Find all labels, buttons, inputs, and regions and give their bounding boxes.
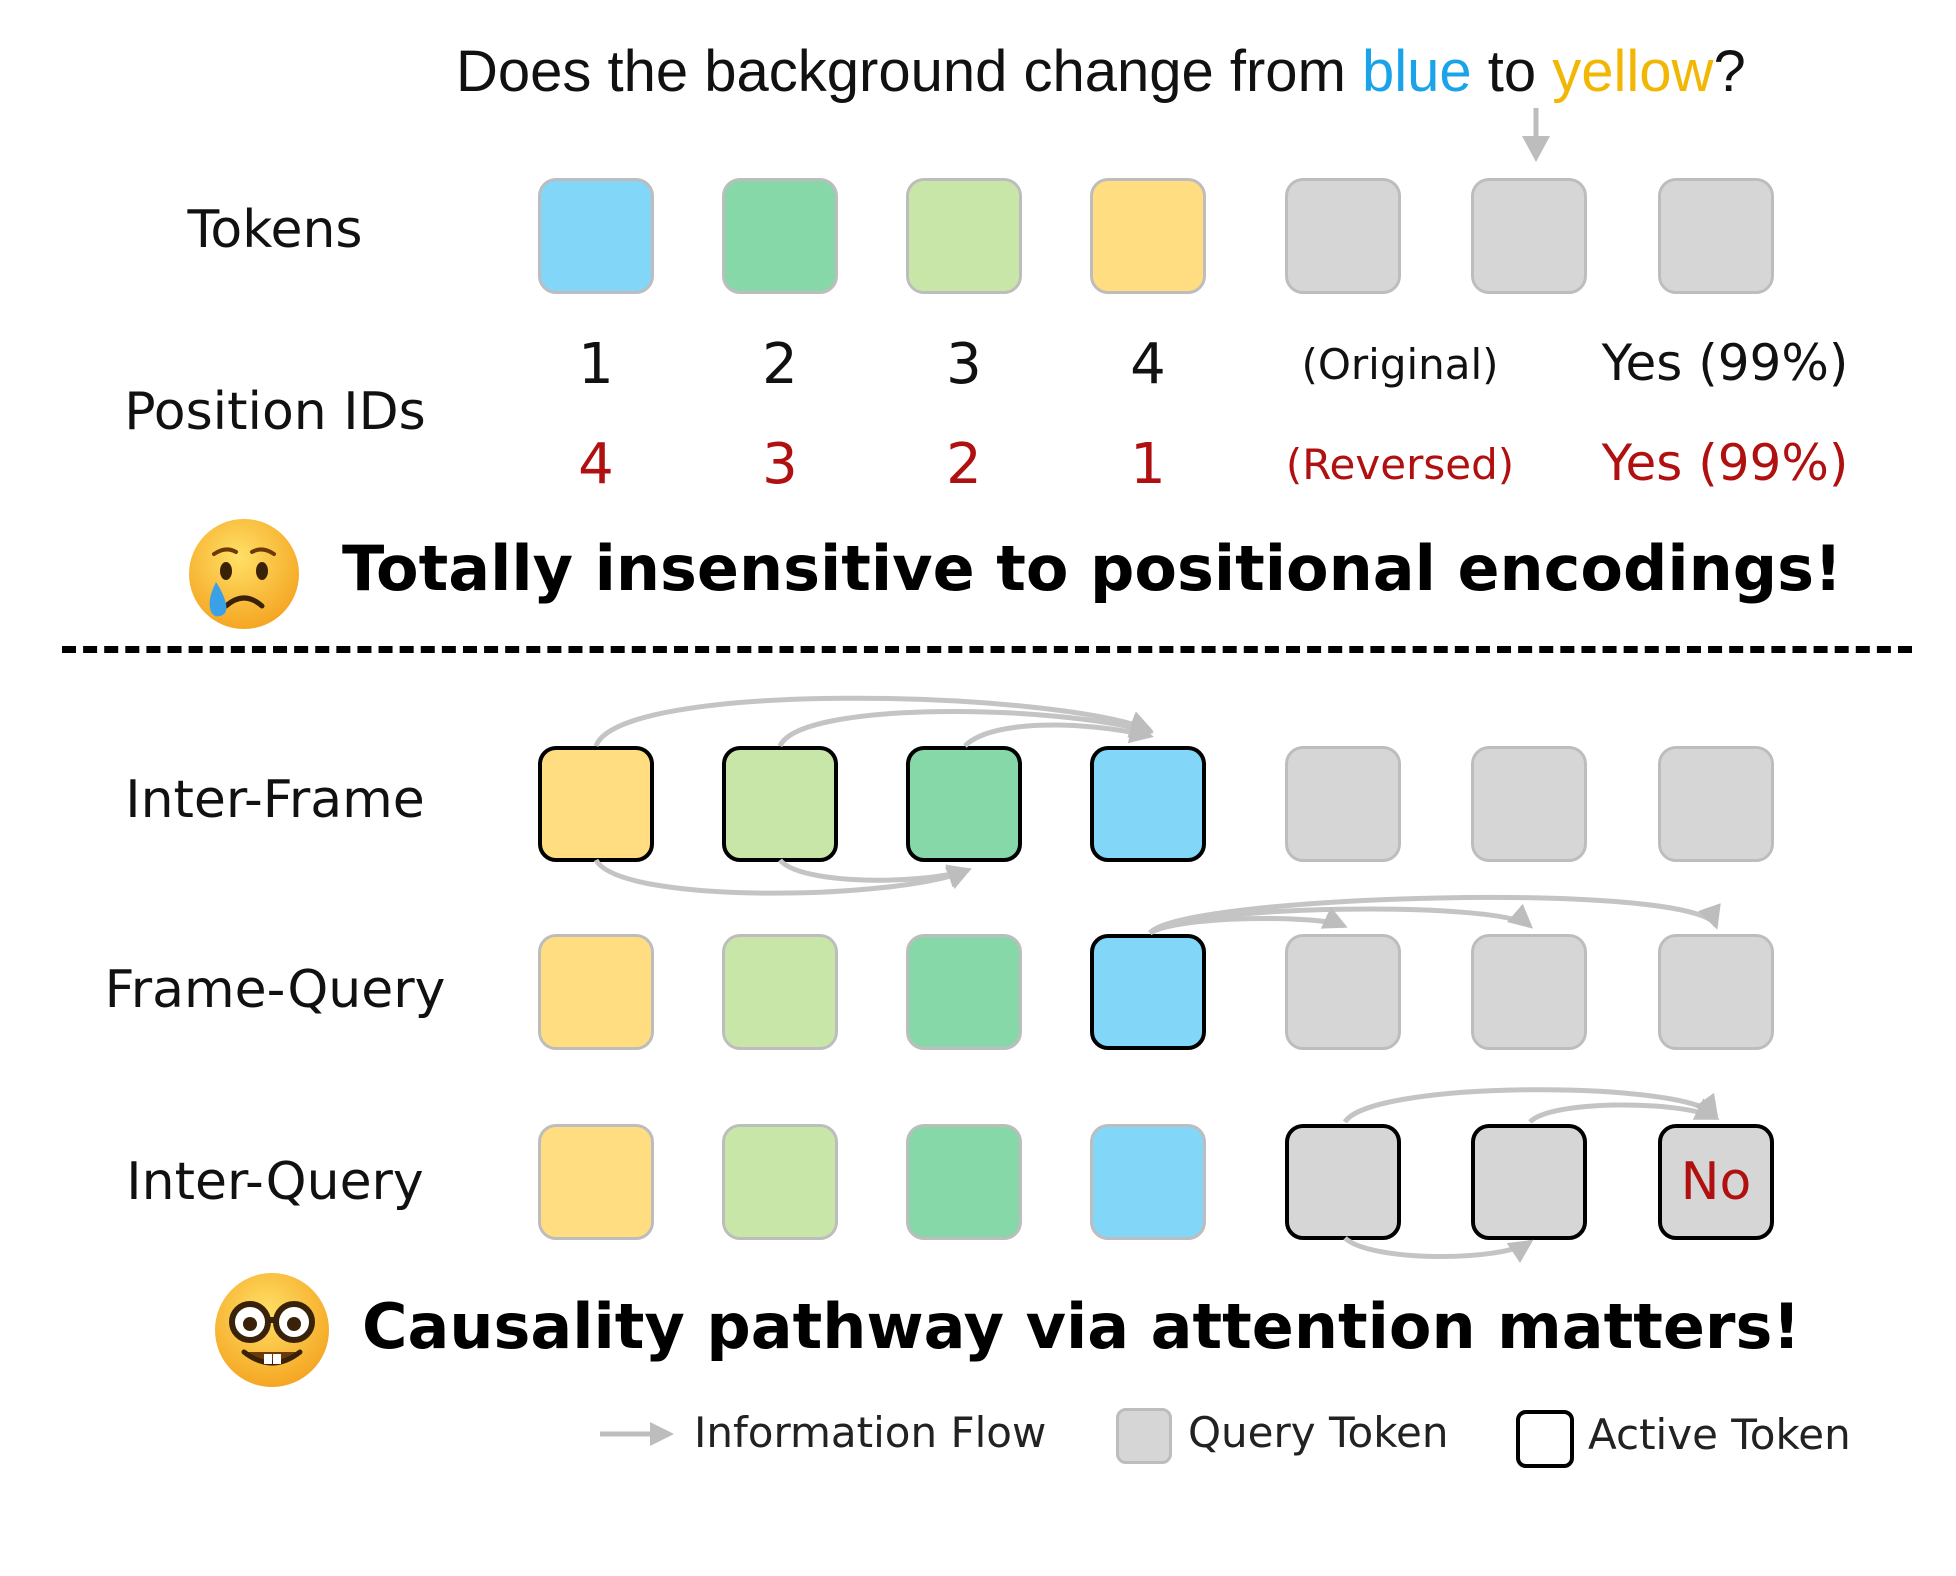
- query-token-r1-5: [1285, 746, 1401, 862]
- frame-token-r2-4: [1090, 934, 1206, 1050]
- frame-token-r3-2: [722, 1124, 838, 1240]
- legend-active-token-swatch: [1516, 1410, 1574, 1468]
- reversed-answer: Yes (99%): [1601, 434, 1849, 492]
- frame-query-arrows: [1148, 894, 1721, 936]
- reversed-position-id: 2: [946, 432, 982, 497]
- question-suffix: ?: [1713, 39, 1746, 104]
- query-token-r1-7: [1658, 746, 1774, 862]
- frame-token-r1-4: [1090, 746, 1206, 862]
- reversed-position-id: 1: [1130, 432, 1166, 497]
- headline-top: Totally insensitive to positional encodi…: [342, 532, 1843, 605]
- headline-bottom: Causality pathway via attention matters!: [362, 1290, 1801, 1363]
- original-position-id: 2: [762, 332, 798, 397]
- crying-face-icon: [189, 519, 299, 629]
- legend-active-token: Active Token: [1588, 1410, 1851, 1459]
- query-token-r1-6: [1471, 746, 1587, 862]
- frame-token-r1-3: [906, 746, 1022, 862]
- legend-query-token: Query Token: [1188, 1408, 1449, 1457]
- frame-token-r3-3: [906, 1124, 1022, 1240]
- frame-token-r3-4: [1090, 1124, 1206, 1240]
- frame-token-3: [906, 178, 1022, 294]
- query-token-7: [1658, 178, 1774, 294]
- frame-token-4: [1090, 178, 1206, 294]
- frame-token-r2-1: [538, 934, 654, 1050]
- position-ids-label: Position IDs: [124, 382, 426, 442]
- question-word-blue: blue: [1362, 39, 1472, 104]
- row-label-inter-query: Inter-Query: [126, 1152, 424, 1212]
- legend-information-flow: Information Flow: [694, 1408, 1047, 1457]
- query-token-5: [1285, 178, 1401, 294]
- inter-query-arrows: [1342, 1087, 1720, 1264]
- query-token-r3-5: [1285, 1124, 1401, 1240]
- query-token-r3-6: [1471, 1124, 1587, 1240]
- question-word-yellow: yellow: [1552, 39, 1714, 104]
- answer-no: No: [1680, 1152, 1752, 1212]
- query-token-r2-5: [1285, 934, 1401, 1050]
- query-token-r3-7: No: [1658, 1124, 1774, 1240]
- legend-query-token-swatch: [1116, 1408, 1172, 1464]
- original-position-id: 3: [946, 332, 982, 397]
- frame-token-r1-1: [538, 746, 654, 862]
- frame-token-2: [722, 178, 838, 294]
- dashed-divider: [62, 646, 1912, 653]
- original-position-id: 4: [1130, 332, 1166, 397]
- inter-frame-arrows: [593, 695, 1154, 896]
- question-pointer-arrow: [1522, 108, 1550, 162]
- reversed-tag: (Reversed): [1285, 440, 1515, 489]
- frame-token-r2-3: [906, 934, 1022, 1050]
- original-tag: (Original): [1301, 340, 1499, 389]
- query-token-r2-7: [1658, 934, 1774, 1050]
- query-token-r2-6: [1471, 934, 1587, 1050]
- frame-token-r2-2: [722, 934, 838, 1050]
- frame-token-1: [538, 178, 654, 294]
- question-middle: to: [1471, 39, 1553, 104]
- query-token-6: [1471, 178, 1587, 294]
- row-label-frame-query: Frame-Query: [104, 960, 446, 1020]
- tokens-label: Tokens: [187, 200, 363, 260]
- original-position-id: 1: [578, 332, 614, 397]
- reversed-position-id: 4: [578, 432, 614, 497]
- nerd-face-icon: [215, 1273, 329, 1387]
- row-label-inter-frame: Inter-Frame: [125, 770, 425, 830]
- frame-token-r3-1: [538, 1124, 654, 1240]
- question-prefix: Does the background change from: [456, 39, 1362, 104]
- original-answer: Yes (99%): [1601, 334, 1849, 392]
- reversed-position-id: 3: [762, 432, 798, 497]
- legend-arrow-icon: [600, 1422, 674, 1446]
